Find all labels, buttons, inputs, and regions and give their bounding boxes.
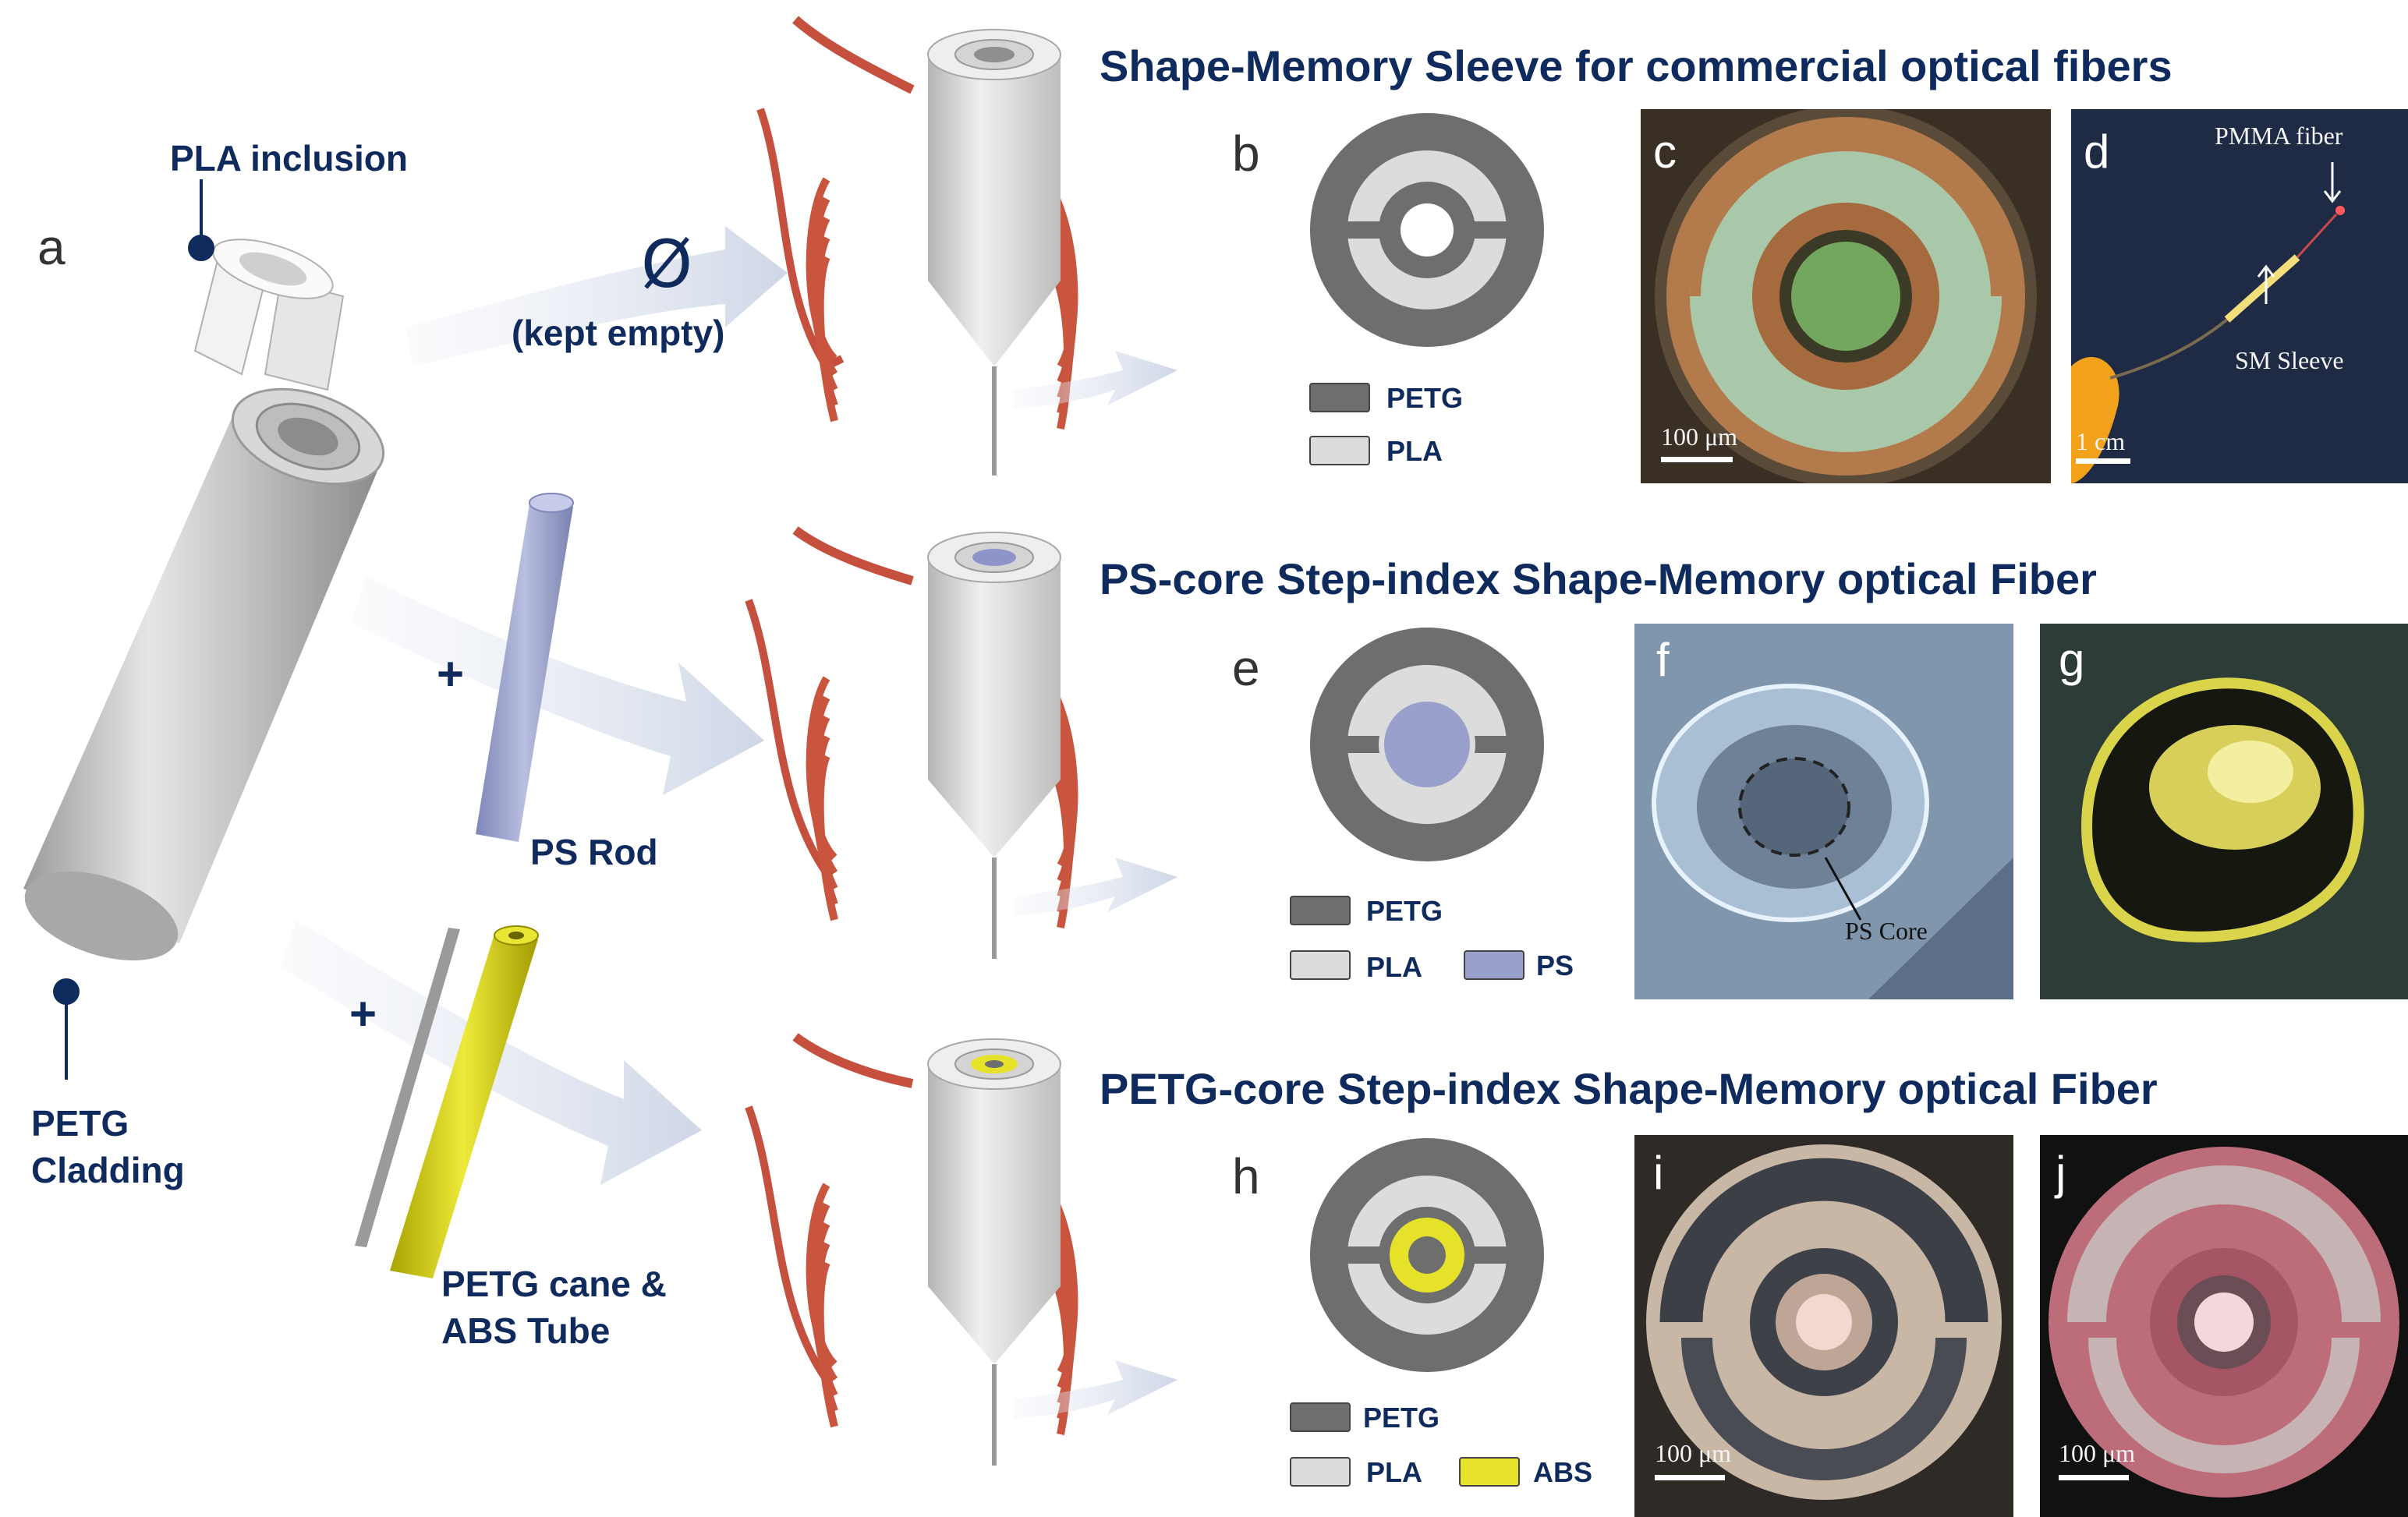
- cross-section-b: [1310, 113, 1544, 347]
- preform-cylinder: [23, 239, 385, 961]
- scale-label-c: 100 μm: [1661, 423, 1738, 451]
- scale-bar-d: [2076, 458, 2130, 464]
- panel-label-h: h: [1232, 1148, 1260, 1204]
- panel-label-j: j: [2056, 1147, 2066, 1199]
- sm-sleeve-label: SM Sleeve: [2235, 346, 2344, 374]
- ps-rod-label: PS Rod: [530, 832, 658, 872]
- legend-row3-petg: PETG: [1363, 1402, 1440, 1434]
- legend-swatches: [1290, 383, 1524, 1487]
- legend-row3-abs: ABS: [1533, 1456, 1593, 1488]
- cross-section-h: [1310, 1138, 1544, 1372]
- plus-sign-row2: +: [437, 648, 465, 700]
- scale-bar-i: [1655, 1475, 1725, 1480]
- scale-bar-c: [1661, 457, 1733, 462]
- draw-tower-row1: [756, 16, 1177, 476]
- cross-section-e: [1310, 628, 1544, 861]
- ps-core-label: PS Core: [1845, 917, 1928, 945]
- panel-label-e: e: [1232, 640, 1260, 696]
- scale-label-d: 1 cm: [2076, 427, 2126, 455]
- draw-tower-row2: [745, 526, 1177, 959]
- legend-row1-pla: PLA: [1386, 435, 1443, 467]
- micrograph-j: [2040, 1135, 2408, 1517]
- scale-bar-j: [2059, 1475, 2129, 1480]
- arrow-row1: [405, 226, 788, 366]
- legend-row2-pla: PLA: [1366, 951, 1422, 983]
- legend-row2-ps: PS: [1536, 949, 1574, 981]
- row1-title: Shape-Memory Sleeve for commercial optic…: [1100, 41, 2173, 90]
- petg-cane-label-line1: PETG cane &: [441, 1264, 667, 1304]
- micrograph-f: [1634, 624, 2013, 999]
- panel-label-b: b: [1232, 126, 1260, 182]
- kept-empty-label: (kept empty): [512, 313, 725, 353]
- petg-pin-dot: [53, 978, 80, 1005]
- row3-title: PETG-core Step-index Shape-Memory optica…: [1100, 1064, 2158, 1113]
- photo-d: [2071, 109, 2408, 483]
- legend-row1-petg: PETG: [1386, 382, 1464, 414]
- micrograph-c: [1641, 109, 2051, 483]
- panel-label-f: f: [1656, 634, 1670, 686]
- scale-label-j: 100 μm: [2059, 1439, 2136, 1467]
- row2-title: PS-core Step-index Shape-Memory optical …: [1100, 554, 2097, 603]
- plus-sign-row3: +: [349, 988, 377, 1040]
- petg-cane-label-line2: ABS Tube: [441, 1310, 611, 1351]
- legend-row3-pla: PLA: [1366, 1456, 1422, 1488]
- panel-label-i: i: [1653, 1147, 1664, 1199]
- petg-cladding-label-line1: PETG: [31, 1103, 129, 1144]
- panel-label-g: g: [2059, 634, 2085, 686]
- pla-pin-dot: [188, 235, 214, 261]
- pla-inclusion-label: PLA inclusion: [170, 138, 408, 179]
- petg-cane-abs-tube: [355, 925, 539, 1278]
- pmma-fiber-label: PMMA fiber: [2215, 122, 2343, 150]
- ps-rod: [476, 493, 574, 842]
- micrograph-i: [1634, 1135, 2013, 1517]
- petg-cladding-label-line2: Cladding: [31, 1150, 185, 1190]
- micrograph-g: [2040, 624, 2408, 999]
- draw-tower-row3: [745, 1033, 1177, 1466]
- panel-label-d: d: [2084, 126, 2110, 178]
- legend-row2-petg: PETG: [1366, 895, 1443, 927]
- panel-label-c: c: [1653, 126, 1677, 178]
- panel-label-a: a: [37, 219, 66, 275]
- arrow-row2: [351, 577, 764, 795]
- scale-label-i: 100 μm: [1655, 1439, 1732, 1467]
- empty-symbol: Ø: [641, 226, 693, 302]
